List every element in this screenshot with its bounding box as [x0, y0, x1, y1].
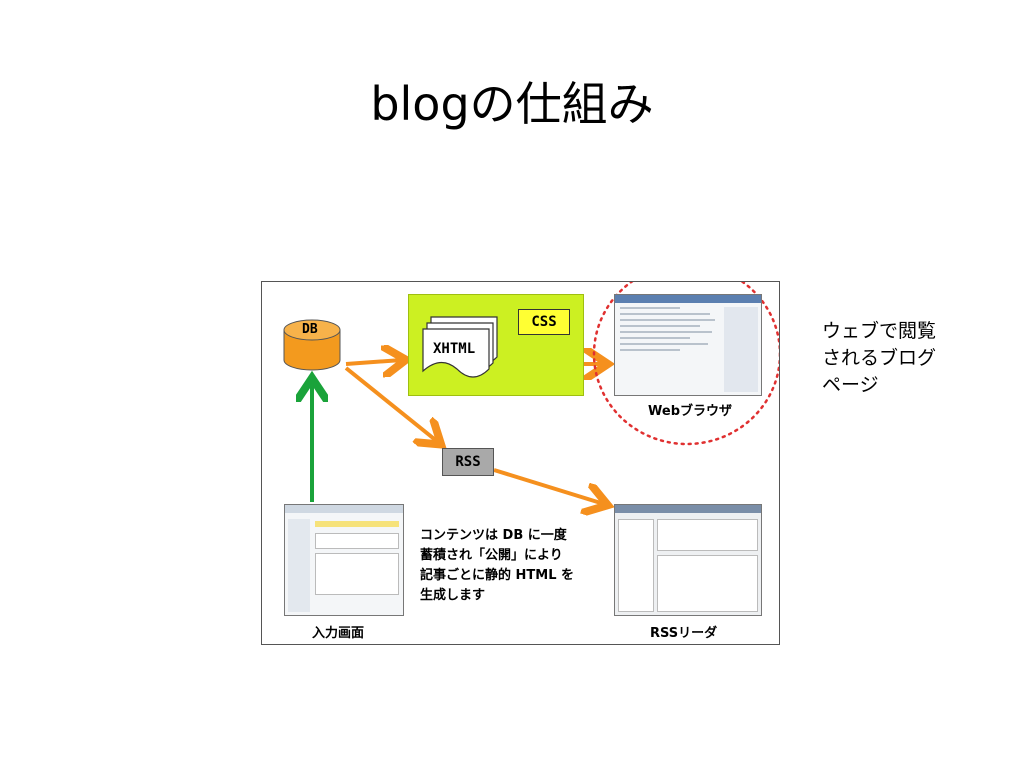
rss-label: RSS — [442, 448, 494, 476]
input-screen-screenshot — [284, 504, 404, 616]
side-note-line: ページ — [822, 374, 879, 396]
input-screen-caption: 入力画面 — [312, 626, 365, 641]
slide-title: blogの仕組み — [370, 77, 654, 131]
xhtml-document-icon — [422, 316, 498, 378]
side-note-line: されるブログ — [822, 347, 937, 369]
db-to-rss-arrow — [344, 366, 438, 442]
db-cylinder-icon — [283, 319, 341, 371]
diagram-graphics — [283, 282, 779, 644]
rss-to-reader-arrow — [493, 468, 604, 504]
browser-caption: Webブラウザ — [648, 404, 732, 419]
xhtml-label: XHTML — [433, 341, 476, 357]
note-line: コンテンツは DB に一度 — [420, 528, 567, 543]
side-annotation: ウェブで閲覧 されるブログ ページ — [822, 318, 982, 399]
db-label: DB — [302, 322, 318, 337]
content-generation-note: コンテンツは DB に一度 蓄積され「公開」により 記事ごとに静的 HTML を… — [420, 526, 574, 606]
browser-highlight-circle — [592, 282, 779, 446]
css-label: CSS — [518, 309, 570, 335]
note-line: 蓄積され「公開」により — [420, 548, 563, 563]
note-line: 生成します — [420, 588, 486, 603]
rss-reader-caption: RSSリーダ — [650, 626, 718, 641]
side-note-line: ウェブで閲覧 — [822, 320, 937, 342]
browser-screenshot — [614, 294, 762, 396]
blog-diagram: XHTML CSS DB Webブラウザ RSS RSSリーダ 入力画面 コンテ… — [261, 281, 780, 645]
rss-reader-screenshot — [614, 504, 762, 616]
note-line: 記事ごとに静的 HTML を — [420, 568, 575, 583]
db-to-xhtml-arrow — [345, 360, 402, 364]
